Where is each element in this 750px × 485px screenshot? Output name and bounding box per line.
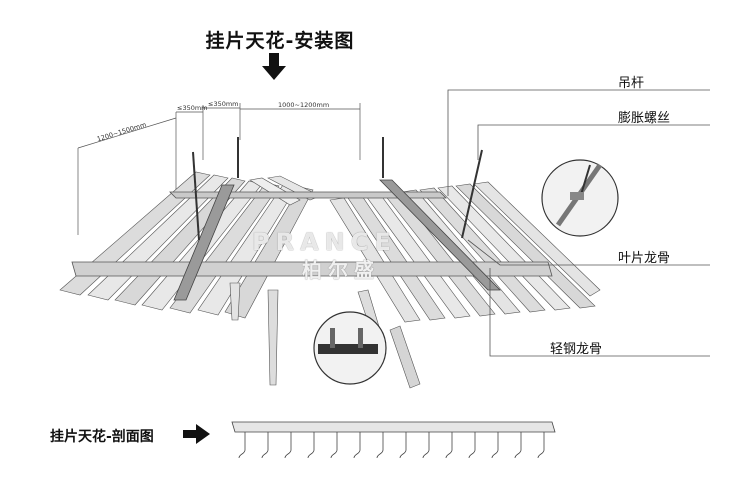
- dimension-lines: [77, 103, 361, 235]
- callout-light-steel-keel: 轻钢龙骨: [550, 342, 603, 357]
- callout-hanger-rod: 吊杆: [618, 76, 645, 91]
- callout-blade-keel: 叶片龙骨: [618, 251, 671, 266]
- watermark-brand: PRANCE: [252, 228, 397, 256]
- dimension-label-d3: ≤350mm: [208, 100, 239, 108]
- dimension-label-d4: 1000~1200mm: [278, 101, 330, 109]
- callout-expansion-bolt: 膨胀螺丝: [618, 111, 671, 126]
- page-title: 挂片天花-安装图: [205, 30, 355, 52]
- watermark-cn: 柏尔盛: [302, 258, 380, 282]
- callout-leaders: [447, 89, 710, 357]
- section-title: 挂片天花-剖面图: [50, 429, 154, 445]
- down-arrow-icon: [262, 53, 286, 80]
- detail-circle-top: [541, 159, 619, 237]
- blade-keels: [173, 179, 501, 301]
- detail-circle-bottom: [313, 311, 387, 385]
- section-profile: [231, 421, 556, 459]
- hanger-rods: [192, 137, 483, 241]
- dimension-label-d2: ≤350mm: [177, 104, 208, 112]
- right-arrow-icon: [183, 424, 210, 444]
